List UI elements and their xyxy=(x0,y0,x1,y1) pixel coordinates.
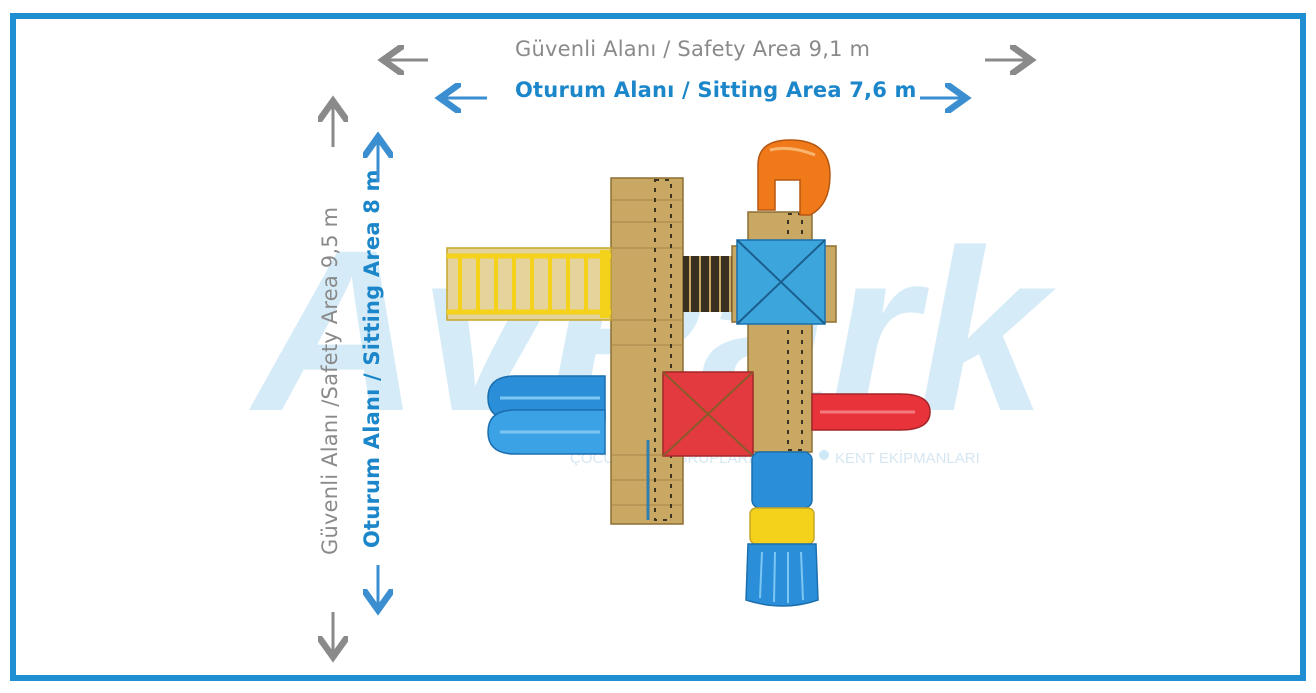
sitting-width-label: Oturum Alanı / Sitting Area 7,6 m xyxy=(515,78,917,102)
blue-roof xyxy=(736,239,826,325)
watermark-tagline-right: KENT EKİPMANLARI xyxy=(835,449,980,467)
watermark-dot xyxy=(819,450,829,460)
red-roof xyxy=(662,371,754,457)
wooden-bridge xyxy=(683,256,737,312)
blue-slide-left xyxy=(487,375,606,455)
safety-width-label: Güvenli Alanı / Safety Area 9,1 m xyxy=(515,37,871,61)
red-slide-right xyxy=(811,393,931,431)
orange-spiral-slide xyxy=(757,139,831,216)
yellow-ladder xyxy=(446,247,612,321)
blue-tube-slide xyxy=(745,451,819,607)
wooden-tower-left xyxy=(610,177,684,525)
